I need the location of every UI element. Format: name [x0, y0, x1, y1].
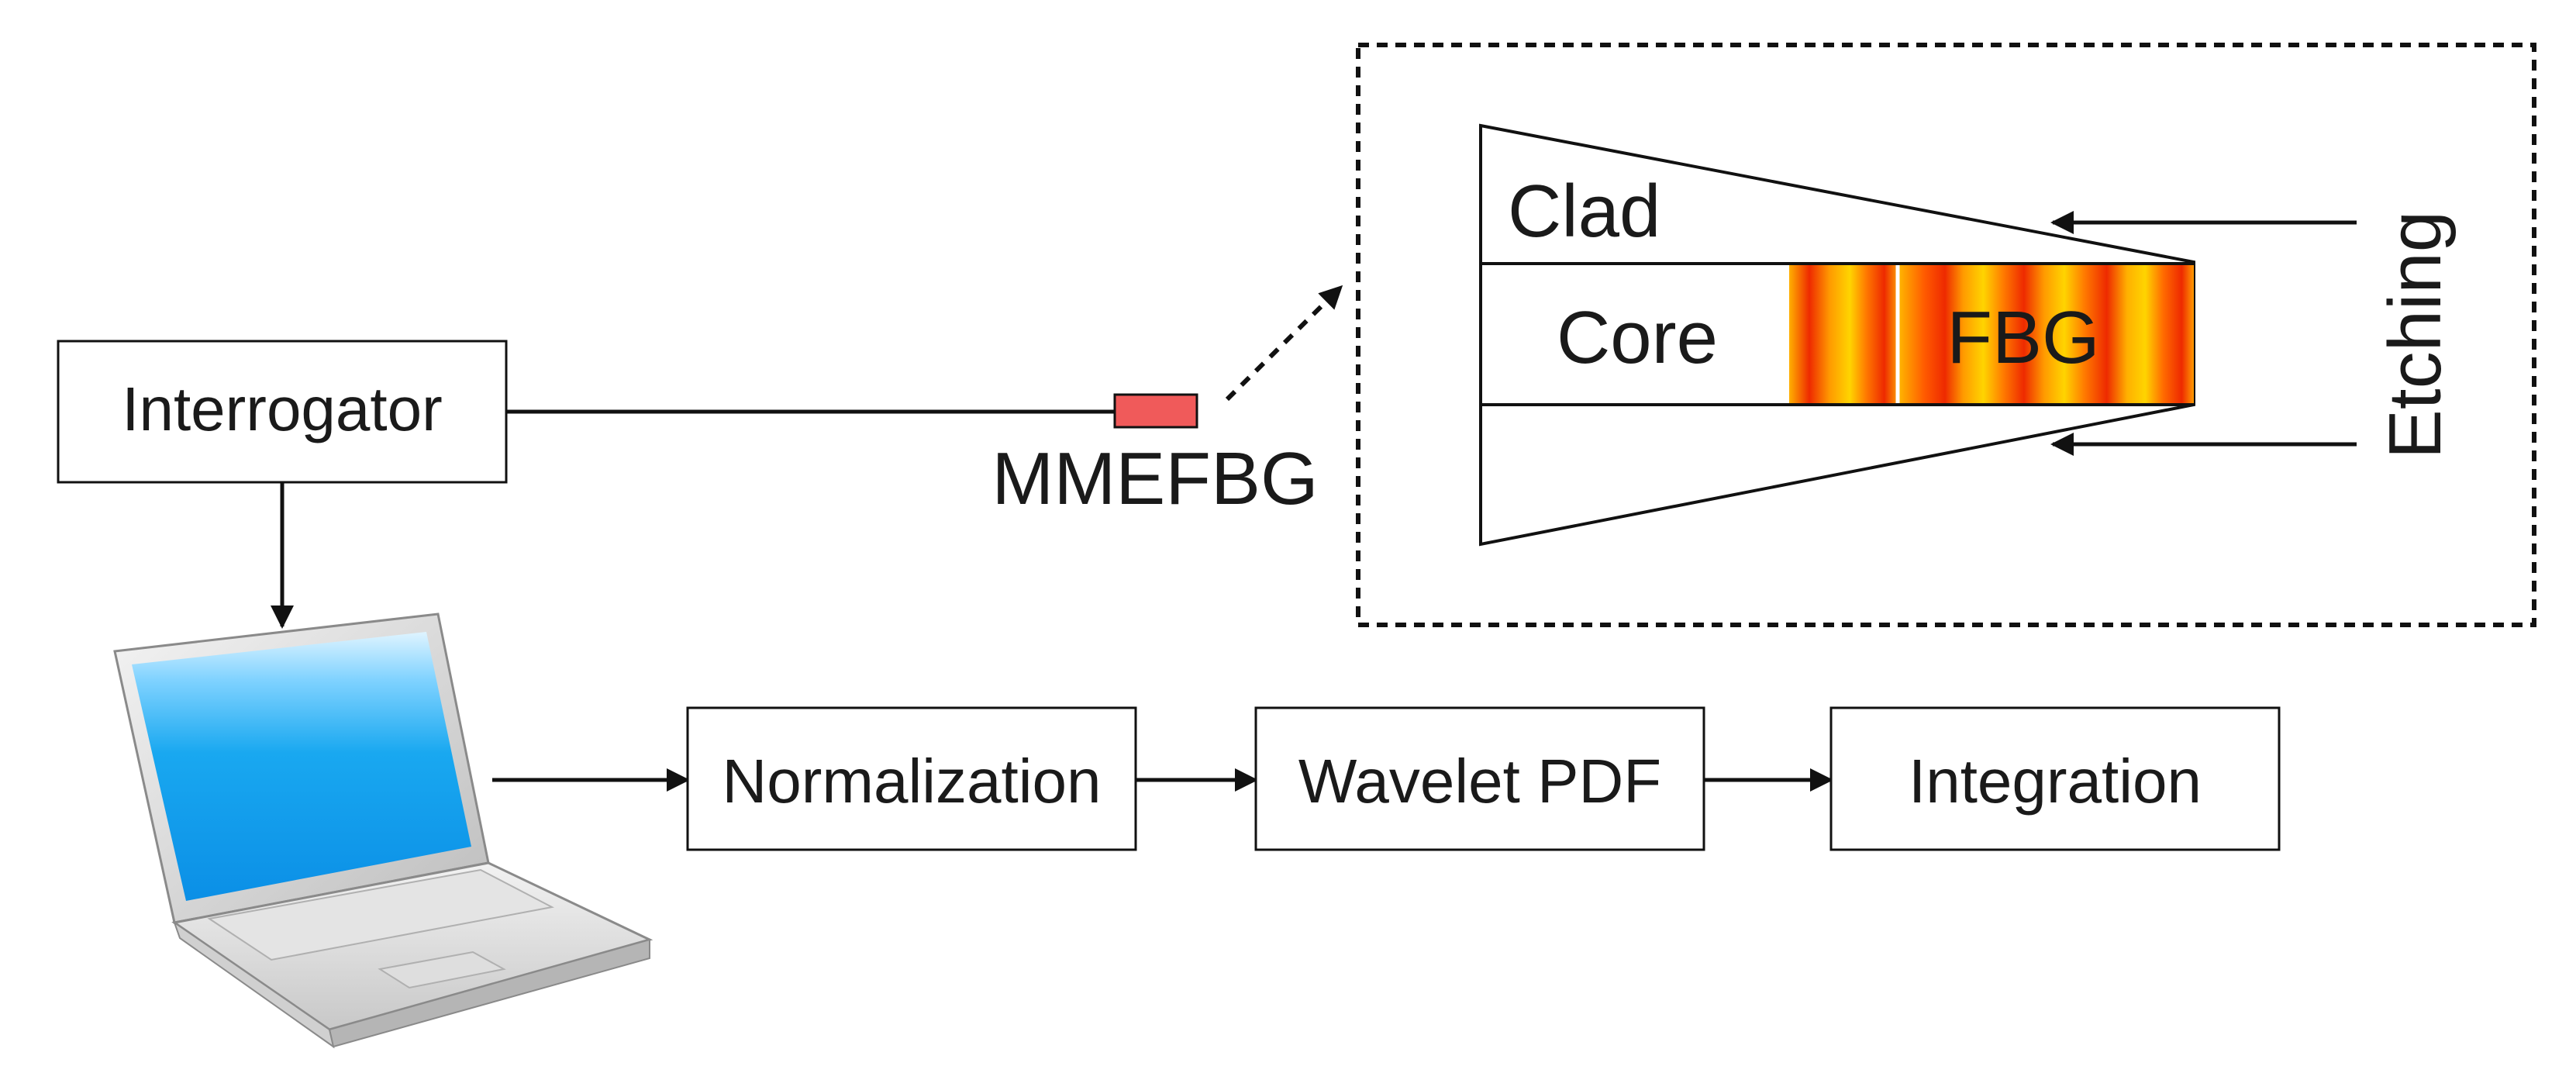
tapered-fiber: Clad Core FBG — [1479, 123, 2195, 547]
normalization-label: Normalization — [722, 747, 1101, 816]
clad-label: Clad — [1508, 170, 1660, 253]
wavelet-pdf-block: Wavelet PDF — [1254, 706, 1705, 851]
interrogator-block: Interrogator — [57, 340, 508, 484]
zoom-arrow — [1225, 285, 1343, 402]
core-label: Core — [1557, 296, 1718, 379]
fbg-label: FBG — [1947, 296, 2099, 379]
sensor-marker — [1113, 393, 1198, 429]
integration-label: Integration — [1909, 747, 2202, 816]
sensor-label: MMEFBG — [991, 437, 1318, 520]
fbg-grating — [1789, 264, 2194, 403]
integration-block: Integration — [1829, 706, 2281, 851]
inset-box — [1356, 43, 2536, 627]
wavelet-pdf-label: Wavelet PDF — [1298, 747, 1661, 816]
etching-label: Etching — [2374, 211, 2457, 459]
laptop-icon — [113, 612, 653, 1049]
mmefbg-sensor: MMEFBG — [991, 393, 1319, 520]
normalization-block: Normalization — [686, 706, 1137, 851]
interrogator-label: Interrogator — [122, 374, 443, 443]
